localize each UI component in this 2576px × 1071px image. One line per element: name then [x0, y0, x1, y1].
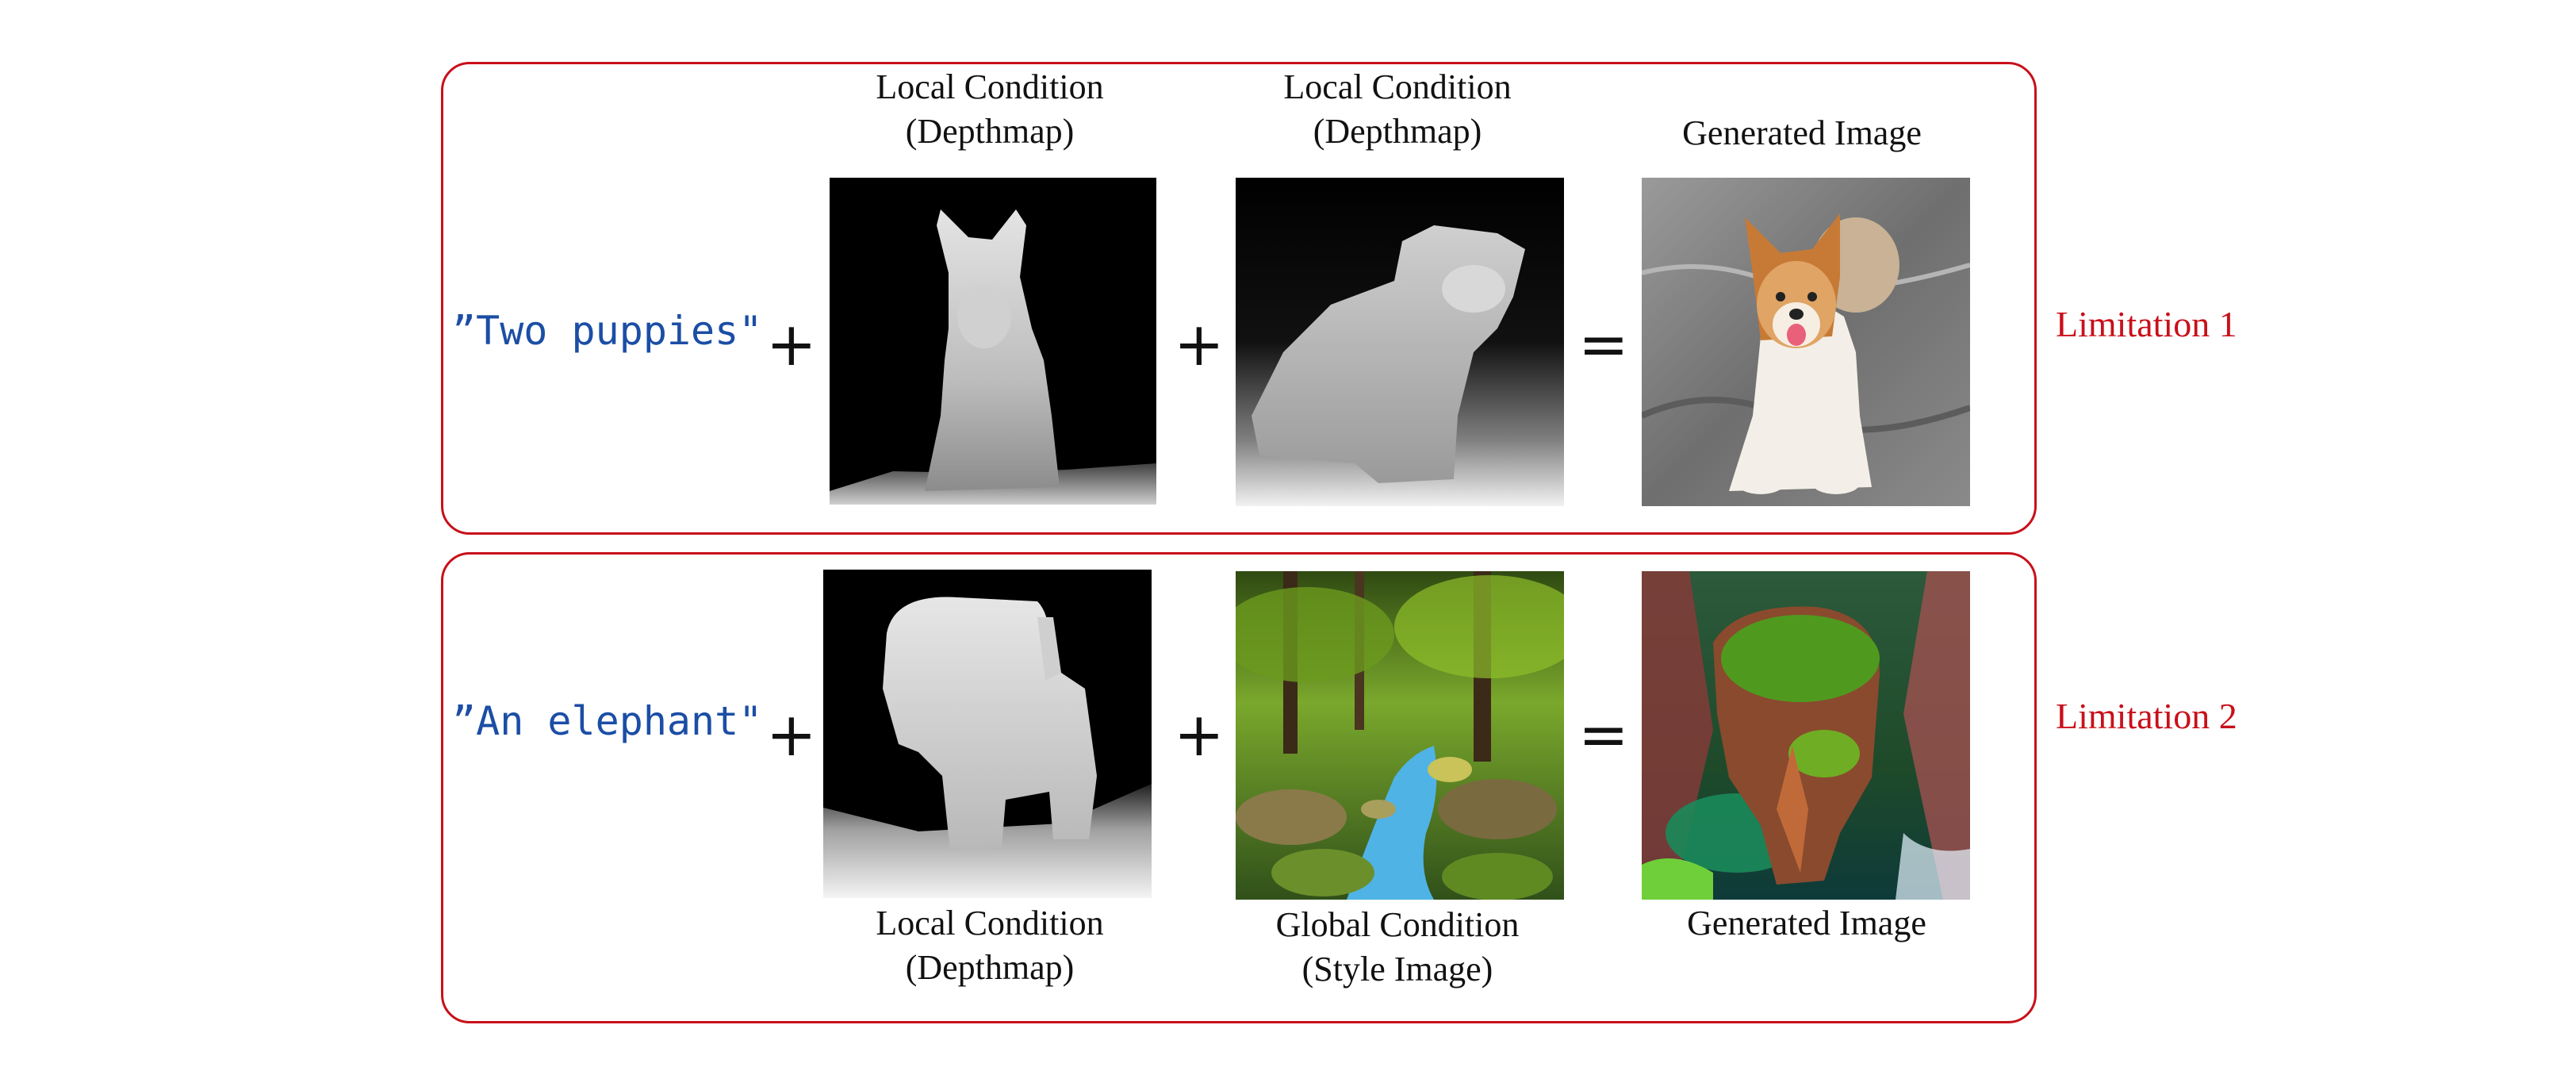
row2-caption-1: Local Condition (Depthmap) [876, 904, 1104, 987]
row2-plus-sign-2: + [1174, 699, 1225, 770]
row1-prompt-text: ”Two puppies" [452, 308, 763, 354]
row1-plus-sign-1: + [766, 309, 817, 379]
dog-depthmap-image [830, 178, 1156, 505]
row2-caption-2: Global Condition (Style Image) [1275, 905, 1520, 988]
row1-equals-sign: = [1578, 309, 1629, 379]
row2-plus-sign-1: + [766, 699, 817, 770]
row2-prompt-text: ”An elephant" [452, 698, 763, 744]
row2-equals-sign: = [1578, 699, 1629, 770]
elephant-depthmap-image [823, 570, 1152, 898]
row2-caption-3: Generated Image [1687, 904, 1926, 942]
forest-stream-style-image [1236, 571, 1564, 900]
row1-caption-3: Generated Image [1682, 113, 1922, 152]
limitation-2-panel [441, 552, 2037, 1023]
limitation-1-label: Limitation 1 [2056, 304, 2237, 344]
generated-dog-image [1642, 178, 1970, 506]
puppy-depthmap-image [1236, 178, 1564, 506]
row1-caption-2: Local Condition (Depthmap) [1283, 67, 1512, 151]
limitation-2-label: Limitation 2 [2056, 696, 2237, 736]
limitation-1-panel [441, 62, 2037, 535]
generated-elephant-image [1642, 571, 1970, 900]
row1-caption-1: Local Condition (Depthmap) [876, 67, 1104, 151]
row1-plus-sign-2: + [1174, 309, 1225, 379]
